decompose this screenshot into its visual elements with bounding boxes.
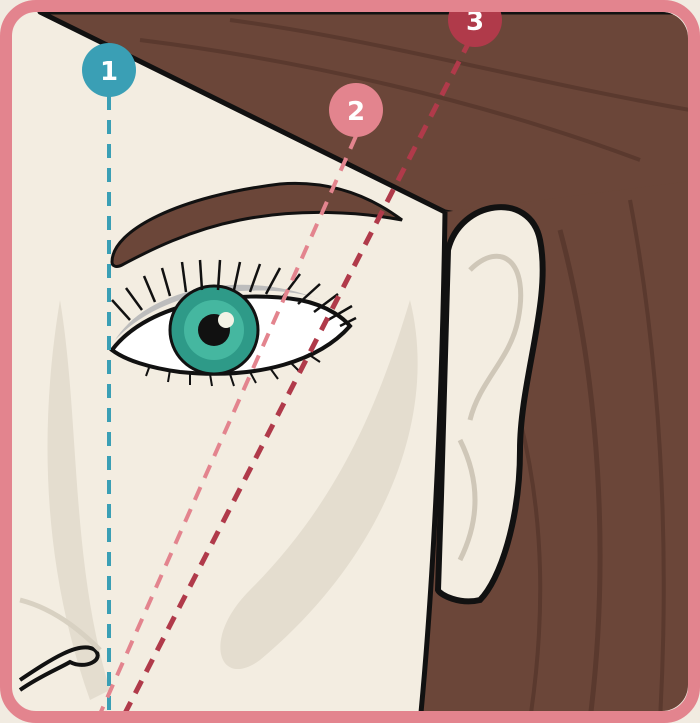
marker-1: 1 <box>82 43 136 97</box>
marker-2-label: 2 <box>347 97 365 127</box>
marker-2: 2 <box>329 83 383 137</box>
eye-highlight <box>218 312 234 328</box>
marker-1-label: 1 <box>100 57 118 87</box>
